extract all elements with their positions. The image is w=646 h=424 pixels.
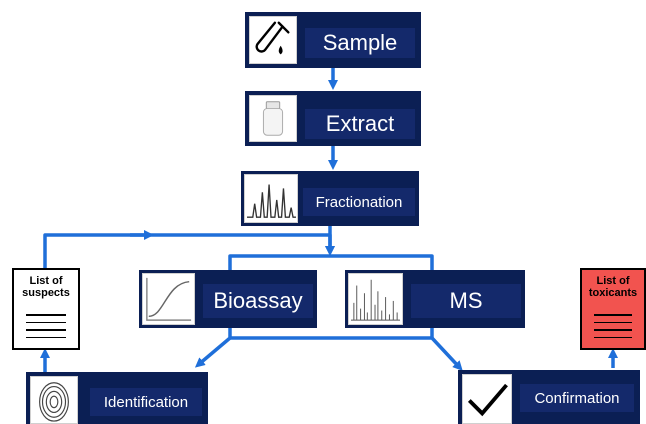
toxicants-title-line2: toxicants bbox=[588, 287, 638, 299]
toxicants-title-line1: List of bbox=[596, 275, 630, 287]
toxicants-document: List of toxicants bbox=[580, 268, 646, 350]
toxicants-title: List of toxicants bbox=[582, 275, 644, 299]
identification-label: Identification bbox=[90, 388, 202, 416]
suspects-document: List of suspects bbox=[12, 268, 80, 350]
test-tube-icon bbox=[249, 16, 297, 64]
bioassay-node: Bioassay bbox=[139, 270, 317, 328]
suspects-title-line2: suspects bbox=[22, 287, 70, 299]
arrow-loop-to-fractionation bbox=[43, 233, 335, 268]
suspects-title-line1: List of bbox=[29, 275, 63, 287]
split-bioassay-ms bbox=[228, 254, 434, 270]
chromatogram-icon bbox=[244, 174, 298, 223]
bioassay-label: Bioassay bbox=[203, 284, 313, 318]
identification-node: Identification bbox=[26, 372, 208, 424]
fractionation-label: Fractionation bbox=[303, 188, 415, 216]
checkmark-icon bbox=[462, 374, 512, 424]
suspects-title: List of suspects bbox=[14, 275, 78, 299]
sample-node: Sample bbox=[245, 12, 421, 68]
ms-node: MS bbox=[345, 270, 525, 328]
mass-spectrum-icon bbox=[348, 273, 403, 325]
arrow-to-confirmation bbox=[230, 336, 463, 371]
suspects-text-lines bbox=[26, 314, 66, 344]
ms-label: MS bbox=[411, 284, 521, 318]
fingerprint-icon bbox=[30, 376, 78, 424]
extract-label: Extract bbox=[305, 109, 415, 139]
confirmation-node: Confirmation bbox=[458, 370, 640, 424]
extract-node: Extract bbox=[245, 91, 421, 146]
vial-icon bbox=[249, 95, 297, 142]
sample-label: Sample bbox=[305, 28, 415, 58]
dose-response-curve-icon bbox=[142, 273, 195, 325]
fractionation-node: Fractionation bbox=[241, 171, 419, 226]
toxicants-text-lines bbox=[594, 314, 632, 344]
confirmation-label: Confirmation bbox=[520, 384, 634, 412]
arrow-to-identification bbox=[194, 328, 232, 368]
